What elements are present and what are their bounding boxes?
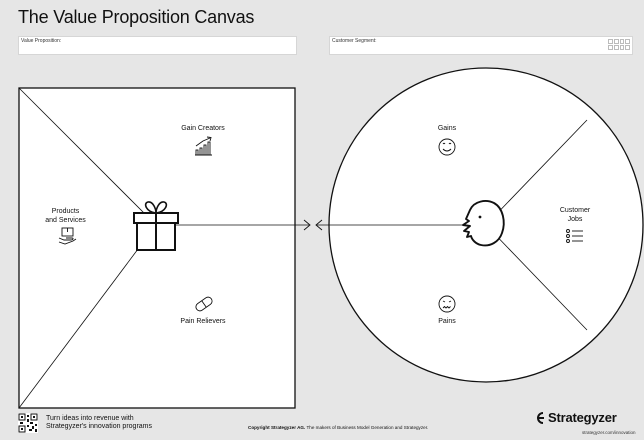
promo-text-line2: Strategyzer's innovation programs [46,423,152,430]
page-title: The Value Proposition Canvas [18,7,255,27]
brand-url[interactable]: strategyzer.com/innovation [582,430,636,435]
products-services-label-line1: Products [51,208,80,215]
smiling-face-icon [438,138,456,156]
brand-name[interactable]: Strategyzer [548,410,617,425]
customer-jobs-label: Customer Jobs [550,207,600,224]
value-proposition-label: Value Proposition: [21,38,62,44]
fit-arrow-left-icon [315,219,323,231]
fit-connector [156,219,470,231]
fit-arrow-right-icon [303,219,311,231]
customer-jobs-label-line1: Customer [559,207,591,214]
customer-segment-field[interactable]: Customer Segment: [329,36,633,55]
products-services-label-line2: and Services [45,216,86,224]
strategyzer-logo-icon [537,412,544,424]
gift-icon [133,201,179,251]
qr-code-icon[interactable] [18,413,38,433]
pains-label: Pains [438,318,456,325]
value-map-diagonal-top [18,87,157,226]
value-map-diagonal-bottom [18,224,157,409]
frowning-face-icon [438,295,456,313]
rising-bar-chart-icon [195,136,212,156]
products-services-label: Products and Services [38,208,93,225]
pill-icon [195,296,213,312]
gain-creators-label: Gain Creators [181,125,225,132]
tally-grid-icon [608,39,630,50]
promo-text: Turn ideas into revenue with Strategyzer… [46,415,152,431]
copyright-text: Copyright Strategyzer AG. The makers of … [248,425,428,430]
customer-profile-divider-bottom [485,224,588,331]
customer-segment-label: Customer Segment: [332,38,377,44]
face-profile-icon [462,200,505,247]
checklist-icon [566,229,583,243]
gains-label: Gains [437,125,457,132]
hand-holding-box-icon [58,227,77,245]
value-proposition-field[interactable]: Value Proposition: [18,36,297,55]
customer-profile-divider-top [485,119,588,226]
copyright-bold: Copyright Strategyzer AG. [248,425,306,430]
pain-relievers-label: Pain Relievers [180,318,226,325]
promo-text-line1: Turn ideas into revenue with [46,415,134,422]
copyright-rest: The makers of Business Model Generation … [305,425,429,430]
customer-jobs-label-line2: Jobs [567,215,583,223]
